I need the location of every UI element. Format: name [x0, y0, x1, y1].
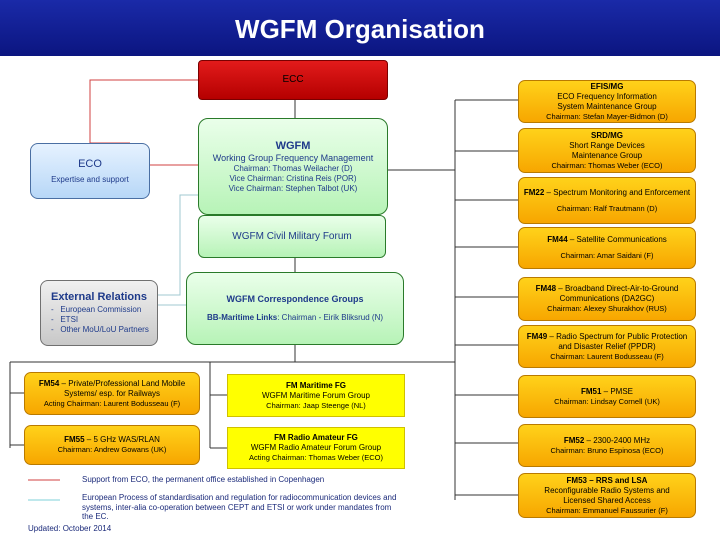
- srd-l1: Short Range Devices: [569, 140, 645, 150]
- header-bar: [0, 0, 720, 56]
- fm49-code: FM49: [526, 331, 548, 341]
- fm54-chair: Acting Chairman: Laurent Bodusseau (F): [43, 398, 181, 408]
- fm44-desc: – Satellite Communications: [567, 235, 667, 244]
- srd-mg-box[interactable]: SRD/MG Short Range Devices Maintenance G…: [518, 128, 696, 173]
- fm55-code: FM55: [64, 435, 85, 444]
- external-relations-list: European Commission ETSI Other MoU/LoU P…: [51, 305, 149, 335]
- external-item: ETSI: [51, 315, 149, 325]
- fm48-desc: – Broadband Direct-Air-to-Ground Communi…: [556, 284, 679, 303]
- maritime-chair: Chairman: Jaap Steenge (NL): [266, 400, 366, 410]
- external-relations-title: External Relations: [51, 291, 147, 303]
- bb-maritime-line: BB-Maritime Links: Chairman - Eirik Blik…: [207, 313, 383, 323]
- fm48-box[interactable]: FM48 – Broadband Direct-Air-to-Ground Co…: [518, 277, 696, 321]
- fm52-desc: – 2300-2400 MHz: [584, 435, 651, 445]
- srd-l2: Maintenance Group: [571, 150, 643, 160]
- fm49-box[interactable]: FM49 – Radio Spectrum for Public Protect…: [518, 325, 696, 368]
- fm54-code: FM54: [38, 378, 60, 388]
- fm51-title: FM51 – PMSE: [581, 387, 633, 397]
- updated-note: Updated: October 2014: [28, 524, 112, 533]
- radio-amateur-chair: Acting Chairman: Thomas Weber (ECO): [249, 453, 383, 462]
- fm52-box[interactable]: FM52 – 2300-2400 MHz Chairman: Bruno Esp…: [518, 424, 696, 467]
- fm54-desc: – Private/Professional Land Mobile Syste…: [59, 378, 186, 398]
- maritime-code: FM Maritime FG: [285, 380, 346, 390]
- fm22-chair: Chairman: Ralf Trautmann (D): [556, 203, 658, 213]
- external-item: Other MoU/LoU Partners: [51, 325, 148, 335]
- ecc-label: ECC: [282, 74, 304, 85]
- eco-box[interactable]: ECO Expertise and support: [30, 143, 150, 199]
- fm51-chair: Chairman: Lindsay Cornell (UK): [554, 396, 660, 406]
- civil-military-label: WGFM Civil Military Forum: [232, 230, 352, 242]
- fm51-box[interactable]: FM51 – PMSE Chairman: Lindsay Cornell (U…: [518, 375, 696, 418]
- correspondence-title: WGFM Correspondence Groups: [226, 294, 364, 304]
- legend-cyan-text: European Process of standardisation and …: [82, 493, 397, 521]
- fm51-code: FM51: [580, 386, 602, 396]
- efis-l2: System Maintenance Group: [557, 101, 657, 111]
- fm44-code: FM44: [547, 235, 568, 244]
- fm53-l1: Reconfigurable Radio Systems and: [544, 485, 670, 495]
- fm53-code: FM53 – RRS and LSA: [566, 475, 648, 485]
- fm55-chair: Chairman: Andrew Gowans (UK): [57, 445, 167, 454]
- fm22-title: FM22 – Spectrum Monitoring and Enforceme…: [524, 188, 690, 198]
- ecc-box[interactable]: ECC: [198, 60, 388, 100]
- radio-amateur-full: WGFM Radio Amateur Forum Group: [250, 443, 382, 452]
- wgfm-full: Working Group Frequency Management: [212, 152, 374, 163]
- radio-amateur-code: FM Radio Amateur FG: [274, 433, 358, 442]
- fm49-chair: Chairman: Laurent Bodusseau (F): [550, 351, 664, 361]
- legend-red-text: Support from ECO, the permanent office e…: [82, 475, 325, 484]
- fm55-desc: – 5 GHz WAS/RLAN: [84, 435, 160, 444]
- fm44-chair: Chairman: Amar Saidani (F): [560, 251, 654, 260]
- efis-l1: ECO Frequency Information: [557, 91, 657, 101]
- efis-chair: Chairman: Stefan Mayer-Bidmon (D): [546, 111, 668, 121]
- fm52-chair: Chairman: Bruno Espinosa (ECO): [550, 445, 664, 455]
- fm55-box[interactable]: FM55 – 5 GHz WAS/RLAN Chairman: Andrew G…: [24, 425, 200, 465]
- page-title: WGFM Organisation: [235, 14, 485, 44]
- fm49-desc: – Radio Spectrum for Public Protection a…: [547, 331, 688, 351]
- fm53-box[interactable]: FM53 – RRS and LSA Reconfigurable Radio …: [518, 473, 696, 518]
- fm48-chair: Chairman: Alexey Shurakhov (RUS): [547, 304, 667, 313]
- fm51-desc: – PMSE: [601, 386, 634, 396]
- fm54-title: FM54 – Private/Professional Land Mobile …: [29, 379, 195, 399]
- bb-maritime-label: BB-Maritime Links: [206, 313, 278, 322]
- eco-desc: Expertise and support: [51, 174, 129, 184]
- maritime-fg-box[interactable]: FM Maritime FG WGFM Maritime Forum Group…: [227, 374, 405, 417]
- fm48-title: FM48 – Broadband Direct-Air-to-Ground Co…: [523, 284, 691, 304]
- fm52-code: FM52: [563, 435, 585, 445]
- wgfm-vice-1: Vice Chairman: Cristina Reis (POR): [229, 173, 357, 183]
- efis-mg-box[interactable]: EFIS/MG ECO Frequency Information System…: [518, 80, 696, 123]
- fm52-title: FM52 – 2300-2400 MHz: [564, 436, 650, 446]
- wgfm-box[interactable]: WGFM Working Group Frequency Management …: [198, 118, 388, 215]
- srd-chair: Chairman: Thomas Weber (ECO): [551, 160, 663, 170]
- fm54-box[interactable]: FM54 – Private/Professional Land Mobile …: [24, 372, 200, 415]
- srd-code: SRD/MG: [591, 130, 623, 140]
- fm44-title: FM44 – Satellite Communications: [547, 235, 667, 245]
- wgfm-vice-2: Vice Chairman: Stephen Talbot (UK): [228, 183, 358, 193]
- external-relations-box[interactable]: External Relations European Commission E…: [40, 280, 158, 346]
- wgfm-name: WGFM: [275, 139, 311, 152]
- fm53-chair: Chairman: Emmanuel Faussurier (F): [546, 505, 668, 515]
- correspondence-groups-box[interactable]: WGFM Correspondence Groups BB-Maritime L…: [186, 272, 404, 345]
- fm22-desc: – Spectrum Monitoring and Enforcement: [544, 187, 691, 197]
- radio-amateur-fg-box[interactable]: FM Radio Amateur FG WGFM Radio Amateur F…: [227, 427, 405, 469]
- fm55-title: FM55 – 5 GHz WAS/RLAN: [64, 435, 160, 445]
- fm22-box[interactable]: FM22 – Spectrum Monitoring and Enforceme…: [518, 177, 696, 224]
- wgfm-chair: Chairman: Thomas Weilacher (D): [233, 163, 353, 173]
- eco-name: ECO: [78, 157, 102, 170]
- maritime-full: WGFM Maritime Forum Group: [261, 390, 370, 400]
- fm44-box[interactable]: FM44 – Satellite Communications Chairman…: [518, 227, 696, 269]
- fm53-l2: Licensed Shared Access: [563, 495, 651, 505]
- external-item: European Commission: [51, 305, 149, 315]
- fm49-title: FM49 – Radio Spectrum for Public Protect…: [523, 332, 691, 352]
- fm48-code: FM48: [535, 284, 557, 293]
- fm22-code: FM22: [523, 187, 545, 197]
- bb-maritime-chair: : Chairman - Eirik Bliksrud (N): [277, 313, 384, 322]
- civil-military-forum-box[interactable]: WGFM Civil Military Forum: [198, 215, 386, 258]
- efis-code: EFIS/MG: [590, 81, 624, 91]
